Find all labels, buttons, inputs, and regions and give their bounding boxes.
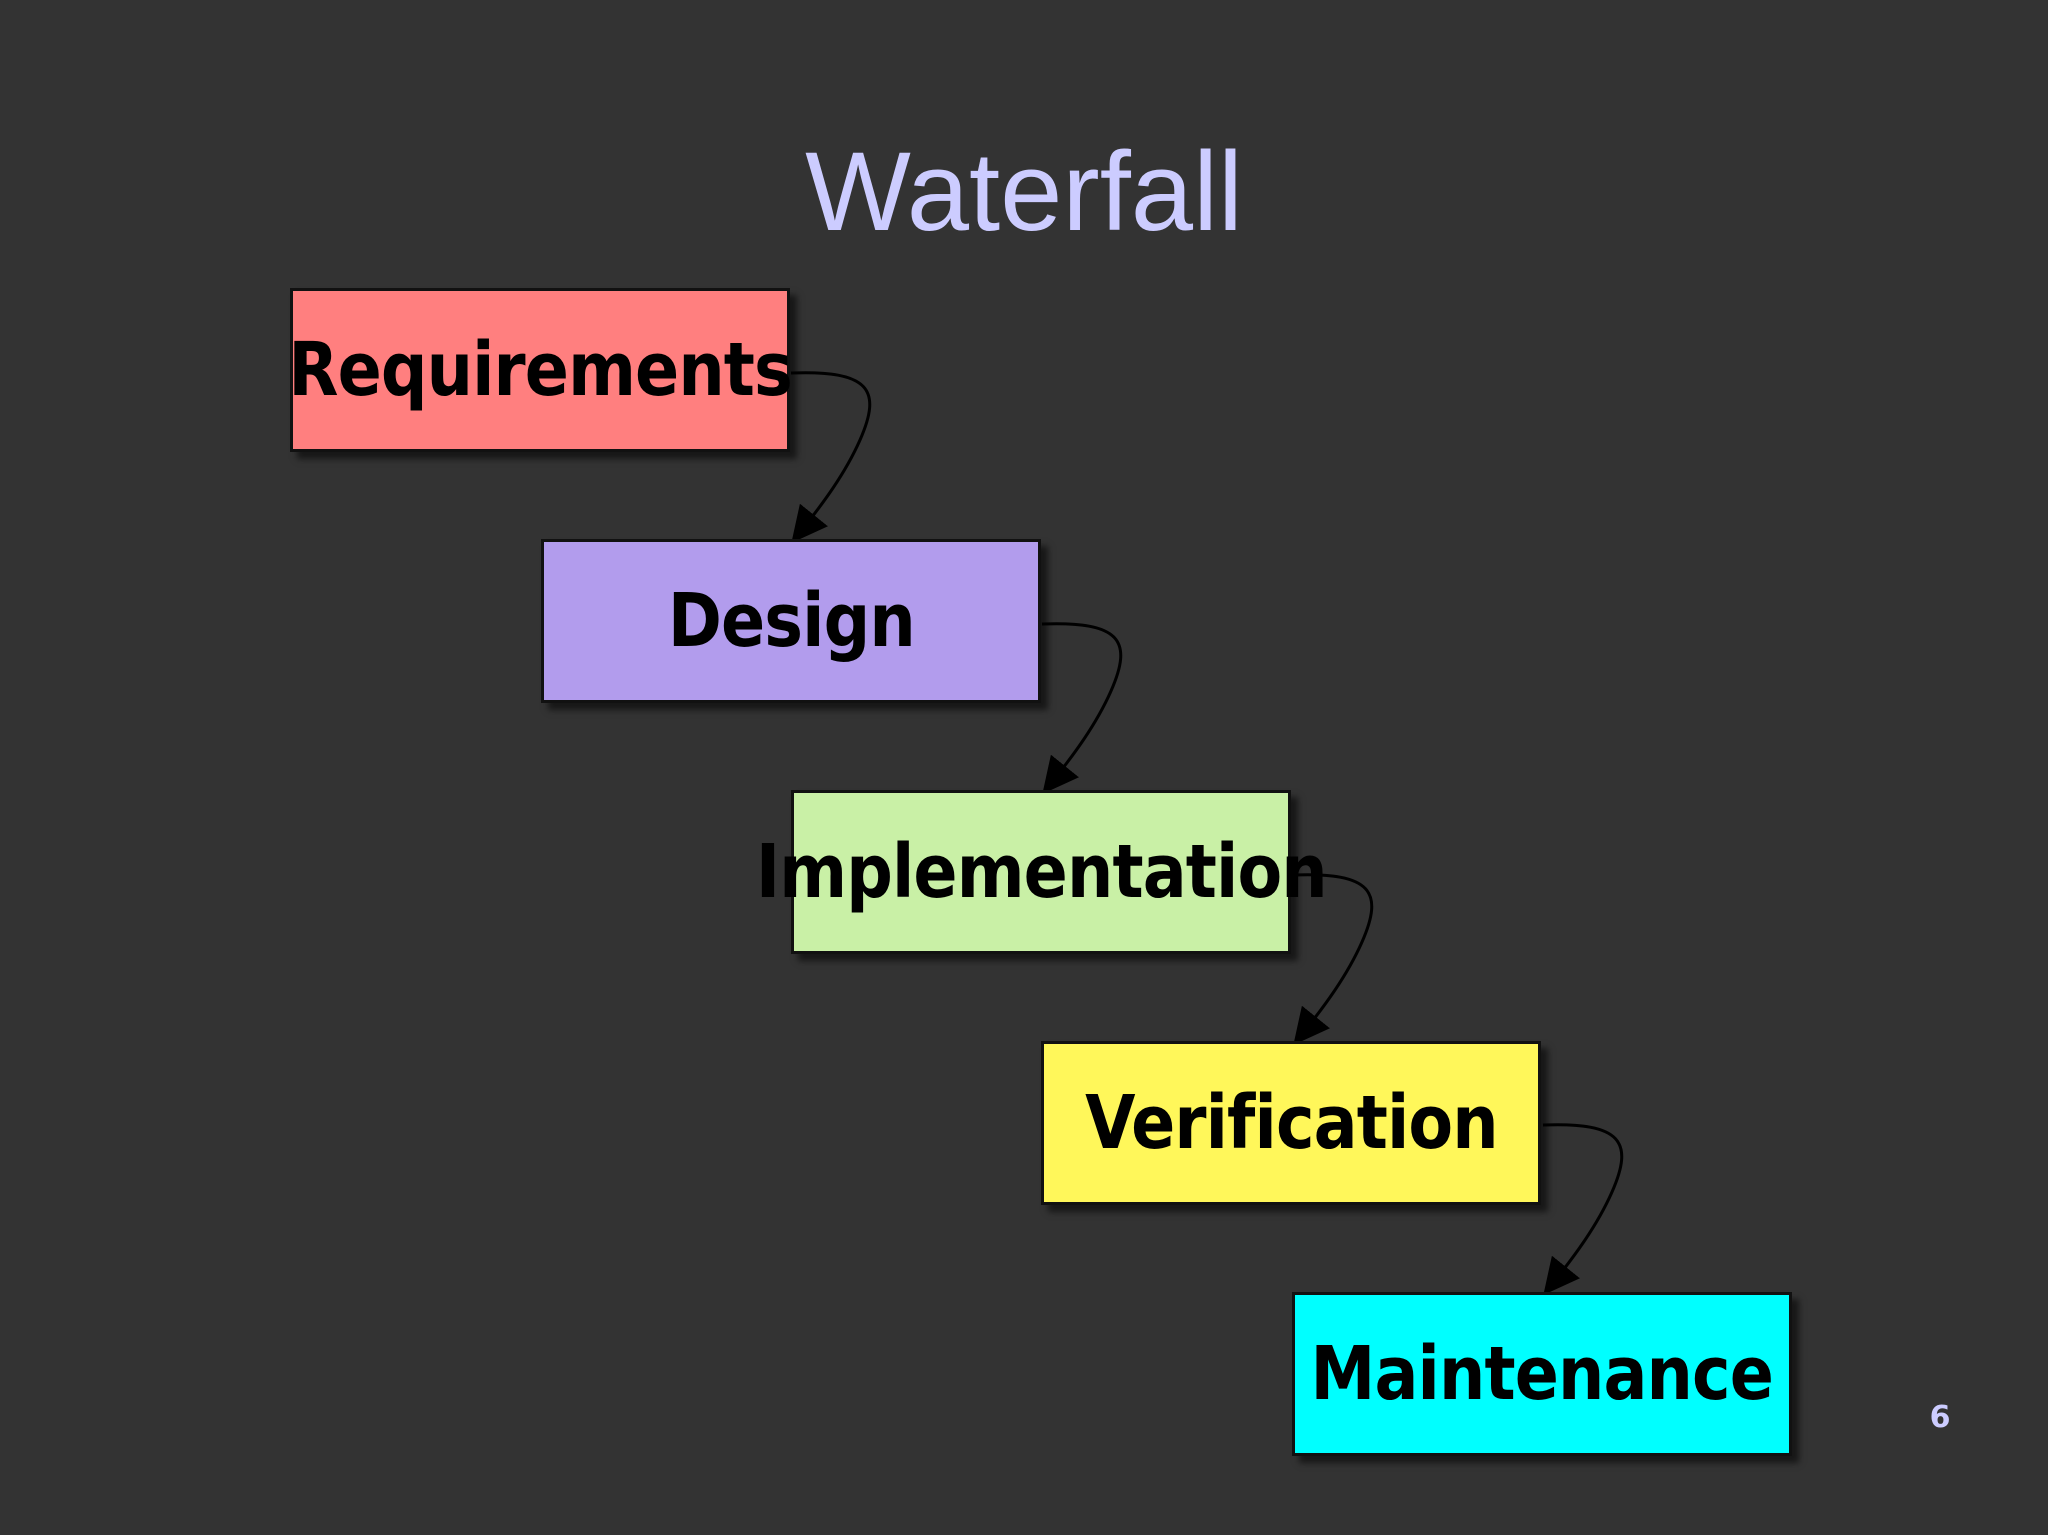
connector-verification-to-maintenance: [1542, 1123, 1624, 1296]
stage-design: Design: [541, 539, 1041, 703]
stage-label-requirements: Requirements: [288, 327, 792, 413]
connector-requirements-to-design: [790, 371, 872, 544]
stage-requirements: Requirements: [288, 288, 793, 452]
slide-title: Waterfall: [805, 129, 1243, 254]
connector-design-to-implementation: [1041, 622, 1123, 795]
stage-verification: Verification: [1041, 1041, 1541, 1205]
stage-label-maintenance: Maintenance: [1310, 1331, 1774, 1417]
stage-label-design: Design: [667, 578, 915, 664]
stage-implementation: Implementation: [756, 790, 1327, 954]
stage-label-verification: Verification: [1084, 1080, 1499, 1166]
slide-number: 6: [1929, 1400, 1951, 1435]
stage-maintenance: Maintenance: [1292, 1292, 1792, 1456]
stage-label-implementation: Implementation: [755, 829, 1328, 915]
connector-implementation-to-verification: [1292, 873, 1374, 1046]
